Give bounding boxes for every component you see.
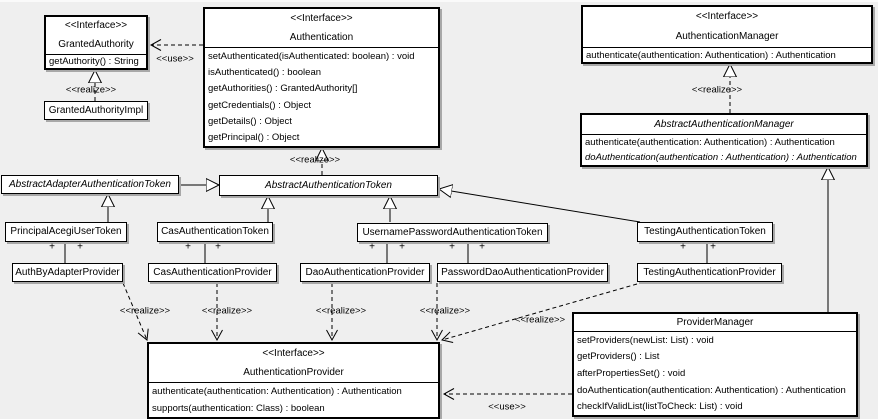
usage-edge-label: <<use>> <box>488 401 526 413</box>
association-edges <box>64 242 708 263</box>
realization-edge-label: <<realize>> <box>65 84 117 96</box>
username-password-authentication-token[interactable]: UsernamePasswordAuthenticationToken <box>357 223 548 242</box>
usage-edges <box>149 39 572 400</box>
class-name: AuthenticationProvider <box>243 366 344 378</box>
method-label: authenticate(authentication: Authenticat… <box>152 386 402 397</box>
realization-edge-label: <<realize>> <box>289 154 341 166</box>
method-label: authenticate(authentication: Authenticat… <box>585 137 835 148</box>
class-name: GrantedAuthorityImpl <box>48 104 144 116</box>
realize-authbyadapterprovider-to-authprovider <box>122 282 149 341</box>
association-end-label: + <box>449 241 455 253</box>
class-name: CasAuthenticationProvider <box>153 266 272 278</box>
method-label: getDetails() : Object <box>208 115 292 127</box>
method-label: doAuthentication(authentication: Authent… <box>577 384 846 396</box>
class-name: TestingAuthenticationToken <box>644 226 766 237</box>
method-label: getProviders() : List <box>577 351 660 363</box>
abstract-adapter-authentication-token[interactable]: AbstractAdapterAuthenticationToken <box>1 175 179 194</box>
association-end-label: + <box>77 241 83 253</box>
provider-manager[interactable]: ProviderManager setProviders(newList: Lis… <box>572 312 858 417</box>
class-name: PasswordDaoAuthenticationProvider <box>441 266 604 278</box>
association-end-label: + <box>479 241 485 253</box>
realization-edge-label: <<realize>> <box>419 305 471 317</box>
class-name: AbstractAuthenticationToken <box>265 179 392 191</box>
association-end-label: + <box>185 241 191 253</box>
association-end-label: + <box>680 241 686 253</box>
abstract-authentication-manager[interactable]: AbstractAuthenticationManager authenticat… <box>580 113 868 167</box>
cas-authentication-provider[interactable]: CasAuthenticationProvider <box>148 263 277 282</box>
realization-edge-label: <<realize>> <box>315 305 367 317</box>
stereotype-label: <<Interface>> <box>262 347 325 359</box>
dao-authentication-provider[interactable]: DaoAuthenticationProvider <box>300 263 430 282</box>
granted-authority-impl[interactable]: GrantedAuthorityImpl <box>44 101 148 120</box>
realization-edge-label: <<realize>> <box>119 305 171 317</box>
realize-testingprovider-to-authprovider <box>441 283 638 344</box>
method-label: afterPropertiesSet() : void <box>577 367 686 379</box>
class-name: AuthenticationManager <box>675 31 779 42</box>
abstract-authentication-token[interactable]: AbstractAuthenticationToken <box>219 175 438 196</box>
method-label: getPrincipal() : Object <box>208 132 300 144</box>
class-name: AbstractAdapterAuthenticationToken <box>9 178 171 190</box>
class-name: PrincipalAcegiUserToken <box>10 226 122 237</box>
generalization-edges <box>108 167 828 312</box>
realization-edge-label: <<realize>> <box>201 305 253 317</box>
principal-acegi-user-token[interactable]: PrincipalAcegiUserToken <box>5 222 127 242</box>
password-dao-authentication-provider[interactable]: PasswordDaoAuthenticationProvider <box>437 263 608 282</box>
association-end-label: + <box>49 241 55 253</box>
realization-edges <box>95 64 730 175</box>
association-end-label: + <box>369 241 375 253</box>
method-label: getCredentials() : Object <box>208 99 311 111</box>
realization-open-edges <box>122 282 638 344</box>
authentication[interactable]: <<Interface>> Authentication setAuthentica… <box>203 7 440 148</box>
class-name: TestingAuthenticationProvider <box>643 266 776 278</box>
class-name: GrantedAuthority <box>58 38 134 50</box>
granted-authority[interactable]: <<Interface>> GrantedAuthority getAuthorit… <box>44 15 148 70</box>
authentication-provider[interactable]: <<Interface>> AuthenticationProvider authe… <box>147 342 440 419</box>
method-label: getAuthority() : String <box>49 56 139 67</box>
method-label: isAuthenticated() : boolean <box>208 66 322 78</box>
association-end-label: + <box>399 241 405 253</box>
class-name: DaoAuthenticationProvider <box>305 266 425 278</box>
stereotype-label: <<Interface>> <box>695 11 759 22</box>
class-name: AbstractAuthenticationManager <box>654 118 794 130</box>
authentication-manager[interactable]: <<Interface>> AuthenticationManager authen… <box>581 5 873 64</box>
stereotype-label: <<Interface>> <box>64 20 128 32</box>
class-name: AuthByAdapterProvider <box>15 266 120 278</box>
association-end-label: + <box>215 241 221 253</box>
method-label: doAuthentication(authentication : Authen… <box>585 152 857 163</box>
testing-authentication-provider[interactable]: TestingAuthenticationProvider <box>637 263 782 282</box>
association-end-label: + <box>710 241 716 253</box>
method-label: setAuthenticated(isAuthenticated: boolea… <box>208 50 415 62</box>
cas-authentication-token[interactable]: CasAuthenticationToken <box>157 222 273 242</box>
realization-edge-label: <<realize>> <box>514 314 566 326</box>
stereotype-label: <<Interface>> <box>290 12 353 24</box>
method-label: supports(authentication: Class) : boolea… <box>152 403 325 414</box>
usage-edge-label: <<use>> <box>156 53 194 65</box>
gen-testingtoken-to-abstracttoken <box>439 189 641 223</box>
realization-edge-label: <<realize>> <box>691 84 743 96</box>
auth-by-adapter-provider[interactable]: AuthByAdapterProvider <box>12 263 123 282</box>
method-label: authenticate(authentication: Authenticat… <box>586 49 836 61</box>
class-name: UsernamePasswordAuthenticationToken <box>362 226 543 238</box>
class-name: ProviderManager <box>676 316 754 328</box>
method-label: setProviders(newList: List) : void <box>577 334 714 346</box>
testing-authentication-token[interactable]: TestingAuthenticationToken <box>637 222 773 242</box>
class-name: CasAuthenticationToken <box>161 226 269 237</box>
method-label: checkIfValidList(listToCheck: List) : vo… <box>577 401 743 413</box>
class-name: Authentication <box>289 31 354 43</box>
method-label: getAuthorities() : GrantedAuthority[] <box>208 83 358 95</box>
